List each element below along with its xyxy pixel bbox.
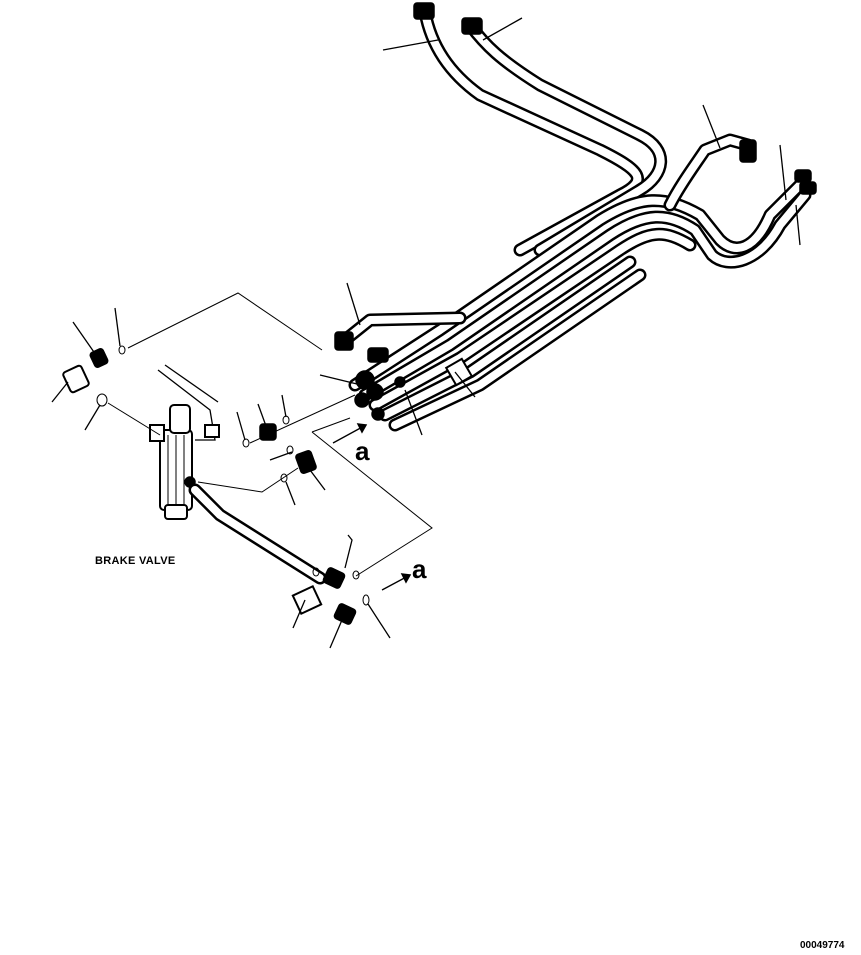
end-fitting-right-2 [799,181,817,195]
main-hose-bundle [348,178,812,432]
lower-fittings [291,534,370,625]
view-ref-label-2: a [412,554,427,584]
center-fittings [242,415,317,483]
left-fittings [62,345,126,407]
drawing-number: 00049774 [800,940,845,951]
upper-hose-fitting-2 [461,17,483,35]
end-fitting-right-1 [794,169,812,183]
hose-end-fitting-left [334,331,354,351]
upper-hose-fitting-1 [413,2,435,20]
fitting-cluster [354,347,474,421]
right-branch-hose [663,133,755,212]
upper-hose-pair [418,5,668,257]
view-ref-label-1: a [355,436,370,466]
connector-lines [107,292,433,577]
brake-valve-body [149,364,220,520]
leader-lines [51,17,801,649]
elbow-fitting-right [739,139,757,163]
brake-valve-label: BRAKE VALVE [95,555,176,567]
view-arrow-a-2 [381,573,412,591]
lower-brake-tube [188,483,327,585]
view-arrow-a-1 [332,423,368,444]
